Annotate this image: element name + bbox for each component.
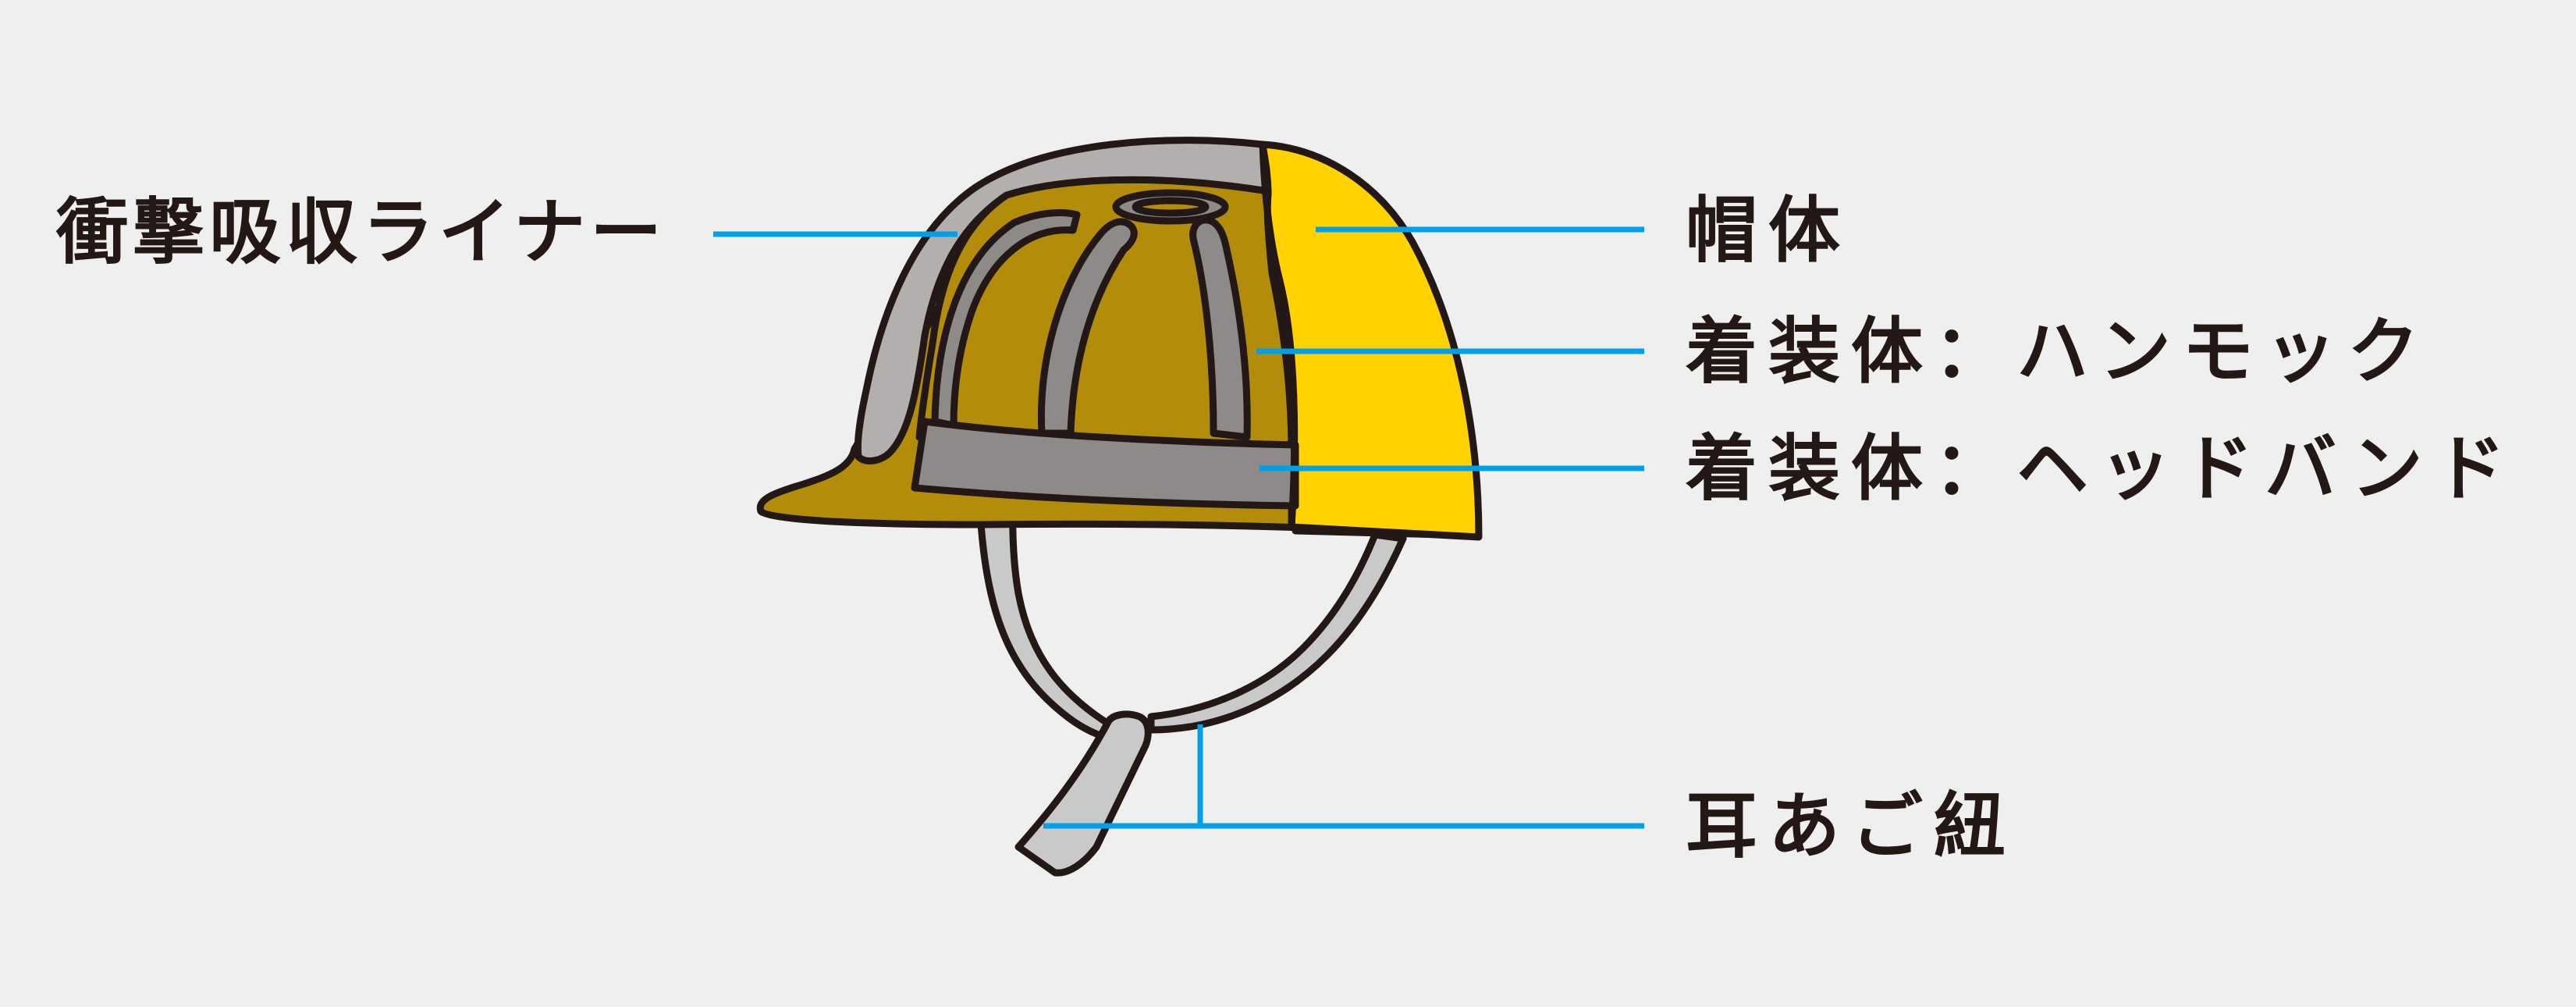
hammock-straps — [931, 189, 1251, 441]
label-chin-strap: 耳あご紐 — [1686, 785, 2017, 868]
label-harness-headband: 着装体：ヘッドバンド — [1686, 427, 2517, 511]
label-harness-hammock: 着装体：ハンモック — [1686, 310, 2431, 393]
leader-lines — [713, 226, 1644, 829]
label-impact-liner: 衝撃吸収ライナー — [56, 190, 667, 274]
chin-strap-illustration — [975, 496, 1407, 877]
label-shell: 帽体 — [1686, 189, 1852, 272]
